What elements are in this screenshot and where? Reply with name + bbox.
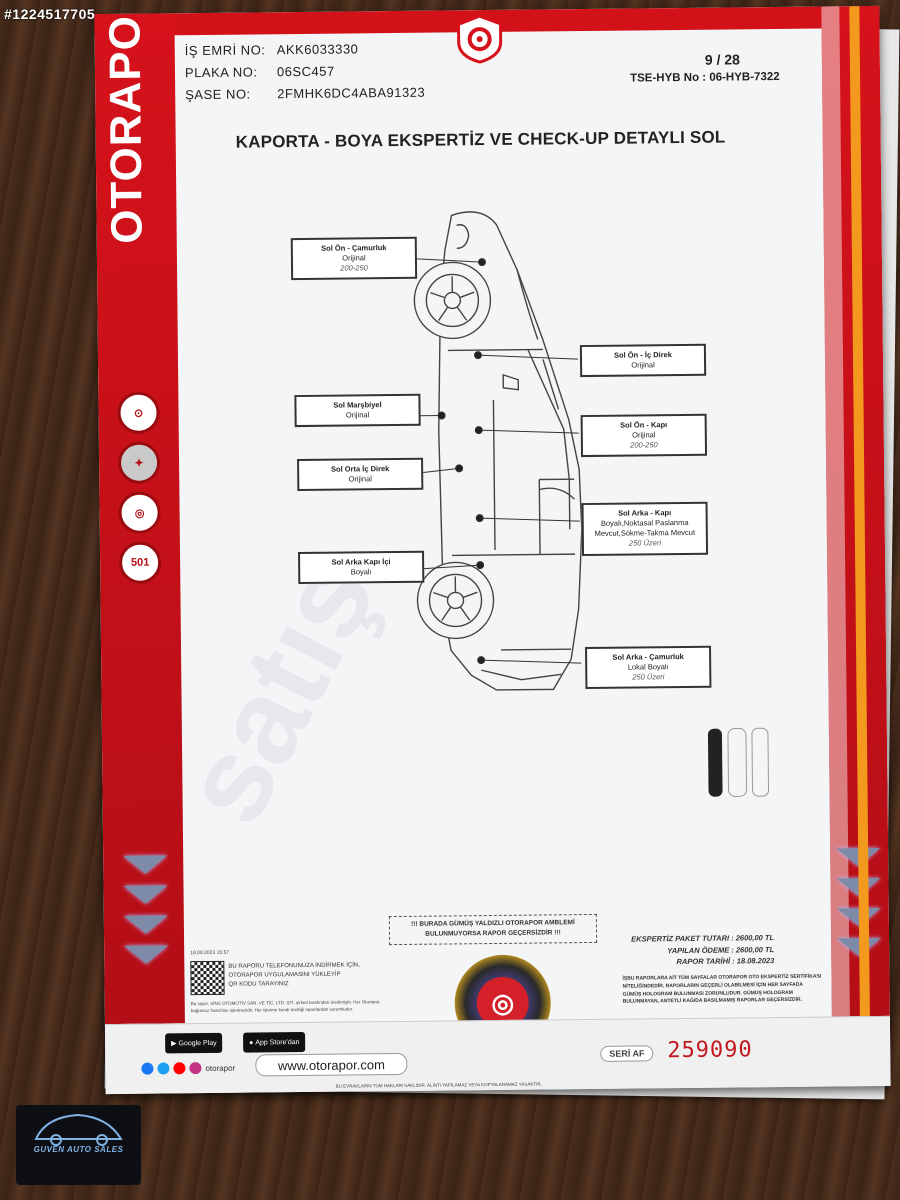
part-sol-on-kapi: Sol Ön - Kapı Orijinal 200-250 xyxy=(580,413,708,458)
report-date: RAPOR TARİHİ : 18.08.2023 xyxy=(676,956,775,967)
part-sol-arka-kapi: Sol Arka - Kapı Boyalı,Noktasal Paslanma… xyxy=(581,501,709,556)
part-status: Orijinal xyxy=(631,360,655,370)
fees-note: İŞBU RAPORLARA AİT TÜM SAYFALAR OTORAPOR… xyxy=(622,973,822,1005)
part-sol-arka-kapi-ici: Sol Arka Kapı İçi Boyalı xyxy=(298,550,425,585)
part-sol-on-ic-direk: Sol Ön - İç Direk Orijinal xyxy=(579,343,707,378)
youtube-icon[interactable] xyxy=(173,1062,186,1075)
part-sol-orta-ic-direk: Sol Orta İç Direk Orijinal xyxy=(297,457,424,492)
part-sol-on-camurluk: Sol Ön - Çamurluk Orijinal 200-250 xyxy=(290,236,418,281)
serial-label: SERİ AF xyxy=(600,1045,654,1062)
social-links: otorapor xyxy=(141,1062,235,1075)
report-page: OTORAPOR ⊙ ✦ ◎ 501 İŞ EMRİ NO:AKK6033330 xyxy=(94,5,891,1095)
part-thickness: 250 Üzeri xyxy=(632,672,665,682)
fee-package: EKSPERTİZ PAKET TUTARI : 2600,00 TL xyxy=(631,933,775,944)
part-status: Orijinal xyxy=(348,474,372,484)
instagram-icon[interactable] xyxy=(189,1062,202,1075)
part-status: Boyalı,Noktasal Paslanma Mevcut,Sökme-Ta… xyxy=(594,518,696,539)
notice-line-2: BULUNMUYORSA RAPOR GEÇERSİZDİR !!! xyxy=(425,929,561,939)
twitter-icon[interactable] xyxy=(157,1062,170,1075)
disclaimer-left: Bu rapor, VİNS OTOMOTİV SAN. VE TİC. LTD… xyxy=(190,999,381,1013)
part-thickness: 200-250 xyxy=(340,263,368,273)
qr-instructions: BU RAPORU TELEFONUNUZA İNDİRMEK İÇİN, OT… xyxy=(228,961,388,990)
car-side-diagram xyxy=(413,211,583,691)
qr-code[interactable] xyxy=(190,960,225,996)
fees-block: EKSPERTİZ PAKET TUTARI : 2600,00 TL YAPI… xyxy=(624,932,774,968)
facebook-icon[interactable] xyxy=(141,1062,154,1075)
website-url[interactable]: www.otorapor.com xyxy=(255,1052,408,1077)
part-status: Boyalı xyxy=(350,567,372,577)
front-wheel xyxy=(413,261,492,340)
google-play-label: Google Play xyxy=(178,1039,217,1047)
dealer-logo xyxy=(16,1105,141,1185)
google-play-button[interactable]: ▶ Google Play xyxy=(165,1032,223,1054)
rear-wheel xyxy=(416,561,495,640)
part-sol-arka-camurluk: Sol Arka - Çamurluk Lokal Boyalı 250 Üze… xyxy=(585,645,712,690)
part-thickness: 200-250 xyxy=(630,440,658,450)
qr-text-3: QR KODU TARAYINIZ xyxy=(228,981,289,988)
app-store-label: App Store'dan xyxy=(255,1038,300,1047)
app-store-button[interactable]: ● App Store'dan xyxy=(243,1031,306,1053)
print-date: 18.08.2023 15:57 xyxy=(190,949,230,957)
part-status: Orijinal xyxy=(345,410,370,420)
hologram-notice: !!! BURADA GÜMÜŞ YALDIZLI OTORAPOR AMBLE… xyxy=(388,913,598,945)
dealer-name: GUVEN AUTO SALES xyxy=(33,1145,124,1154)
photo-id: #1224517705 xyxy=(4,6,96,22)
play-icon: ▶ xyxy=(171,1040,179,1048)
social-handle: otorapor xyxy=(205,1063,236,1073)
part-thickness: 250 Üzeri xyxy=(628,538,662,548)
car-silhouette-icon xyxy=(34,1113,123,1146)
mini-car-top-view-icon xyxy=(707,727,770,797)
otorapor-shield-icon xyxy=(456,14,503,64)
serial-number: 259090 xyxy=(667,1037,753,1064)
part-sol-marsbiyel: Sol Marşbiyel Orijinal xyxy=(294,393,421,428)
